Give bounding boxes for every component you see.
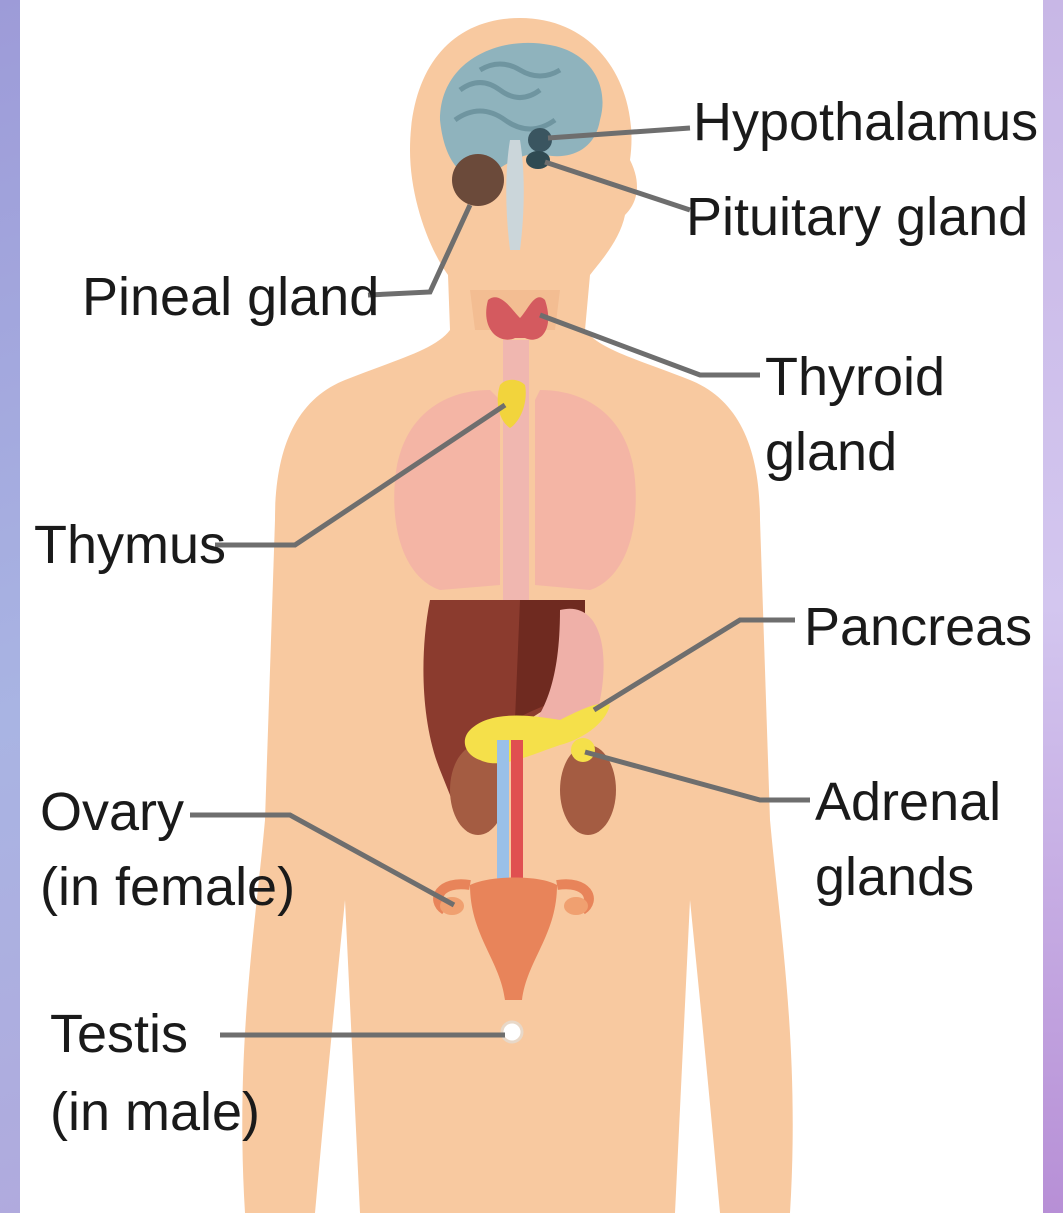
label-thymus: Thymus	[34, 515, 226, 575]
aorta	[511, 740, 523, 880]
ovary-right-organ	[564, 897, 588, 915]
testis-organ	[502, 1022, 522, 1042]
vena-cava	[497, 740, 509, 880]
label-adrenal-line1: Adrenal	[815, 772, 1001, 832]
label-ovary-line1: Ovary	[40, 782, 184, 842]
label-hypothalamus: Hypothalamus	[693, 92, 1038, 152]
label-ovary-line2: (in female)	[40, 857, 295, 917]
adrenal-organ	[571, 738, 595, 762]
label-testis-line2: (in male)	[50, 1082, 260, 1142]
label-pancreas: Pancreas	[804, 597, 1032, 657]
brain-stem	[506, 140, 524, 250]
label-pineal-gland: Pineal gland	[82, 267, 379, 327]
label-thyroid-line2: gland	[765, 422, 897, 482]
esophagus	[503, 340, 529, 600]
label-adrenal-line2: glands	[815, 847, 974, 907]
label-thyroid-line1: Thyroid	[765, 347, 945, 407]
pineal-gland-organ	[452, 154, 504, 206]
label-pituitary-gland: Pituitary gland	[686, 187, 1028, 247]
label-testis-line1: Testis	[50, 1004, 188, 1064]
